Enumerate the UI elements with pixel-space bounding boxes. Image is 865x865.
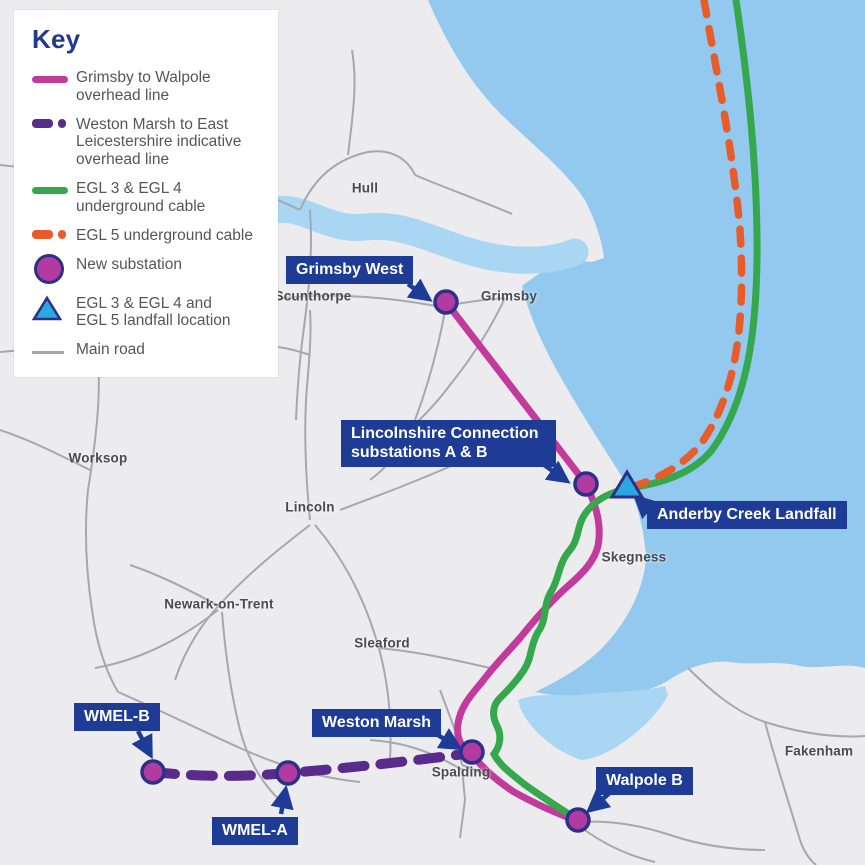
key-item-label: EGL 5 underground cable (76, 226, 253, 244)
city-label-hull: Hull (351, 180, 379, 196)
pink-line-swatch (32, 72, 76, 83)
marker-wmel-b (140, 759, 166, 785)
key-item-grimsby-walpole-line: Grimsby to Walpole overhead line (32, 69, 262, 105)
city-label-lincoln: Lincoln (285, 499, 335, 515)
key-item-label: New substation (76, 255, 182, 273)
marker-walpole-b (565, 807, 591, 833)
callout-wmel-b: WMEL-B (74, 703, 160, 732)
key-item-wmel-line: Weston Marsh to East Leicestershire indi… (32, 116, 262, 169)
purple-dashed-line-swatch (32, 118, 76, 128)
the-wash (518, 686, 668, 760)
route-grimsby-walpole-line (442, 298, 603, 825)
key-item-main-road: Main road (32, 341, 262, 359)
marker-grimsby-west (433, 289, 459, 315)
orange-dashed-line-swatch (32, 229, 76, 239)
key-item-label: Grimsby to Walpole overhead line (76, 69, 211, 104)
callout-walpole-b: Walpole B (596, 767, 693, 796)
city-label-scunthorpe: Scunthorpe (274, 288, 352, 304)
callout-wmel-a: WMEL-A (212, 817, 298, 846)
marker-weston-marsh (459, 739, 485, 765)
substation-markers (140, 289, 599, 833)
callout-grimsby-west: Grimsby West (286, 256, 414, 285)
arrow-wmel-a (270, 785, 294, 815)
city-label-spalding: Spalding (431, 764, 491, 780)
city-label-worksop: Worksop (68, 450, 128, 466)
key-panel: Key Grimsby to Walpole overhead line Wes… (14, 10, 278, 377)
route-egl5-cable (627, 0, 746, 491)
key-title: Key (32, 24, 81, 54)
city-label-skegness: Skegness (601, 549, 667, 565)
landfall-triangle-icon (32, 295, 76, 322)
key-item-new-substation: New substation (32, 253, 262, 284)
callout-anderby-creek-landfall: Anderby Creek Landfall (647, 501, 847, 530)
green-line-swatch (32, 183, 76, 195)
arrow-wmel-b (131, 729, 153, 760)
key-item-label: EGL 3 & EGL 4 underground cable (76, 180, 206, 215)
arrow-grimsby-west (406, 278, 433, 302)
city-label-fakenham: Fakenham (784, 743, 854, 759)
callout-weston-marsh: Weston Marsh (312, 709, 442, 738)
city-label-grimsby: Grimsby (480, 288, 538, 304)
route-egl34-cable (489, 0, 761, 824)
marker-wmel-a (275, 760, 301, 786)
key-item-landfall-location: EGL 3 & EGL 4 and EGL 5 landfall locatio… (32, 295, 262, 331)
landfall-triangle-marker (609, 469, 645, 499)
road-line-swatch (32, 344, 76, 355)
city-label-newark-on-trent: Newark-on-Trent (164, 596, 274, 612)
marker-lincolnshire-connection (573, 471, 599, 497)
callout-lincolnshire-connection: Lincolnshire Connection substations A & … (341, 420, 556, 468)
key-item-egl34-cable: EGL 3 & EGL 4 underground cable (32, 180, 262, 216)
key-item-egl5-cable: EGL 5 underground cable (32, 227, 262, 245)
key-item-label: EGL 3 & EGL 4 and EGL 5 landfall locatio… (76, 294, 231, 330)
humber-estuary (254, 195, 589, 274)
key-item-label: Weston Marsh to East Leicestershire indi… (76, 115, 242, 169)
substation-circle-icon (32, 253, 76, 284)
city-label-sleaford: Sleaford (354, 635, 410, 651)
key-item-label: Main road (76, 341, 145, 359)
